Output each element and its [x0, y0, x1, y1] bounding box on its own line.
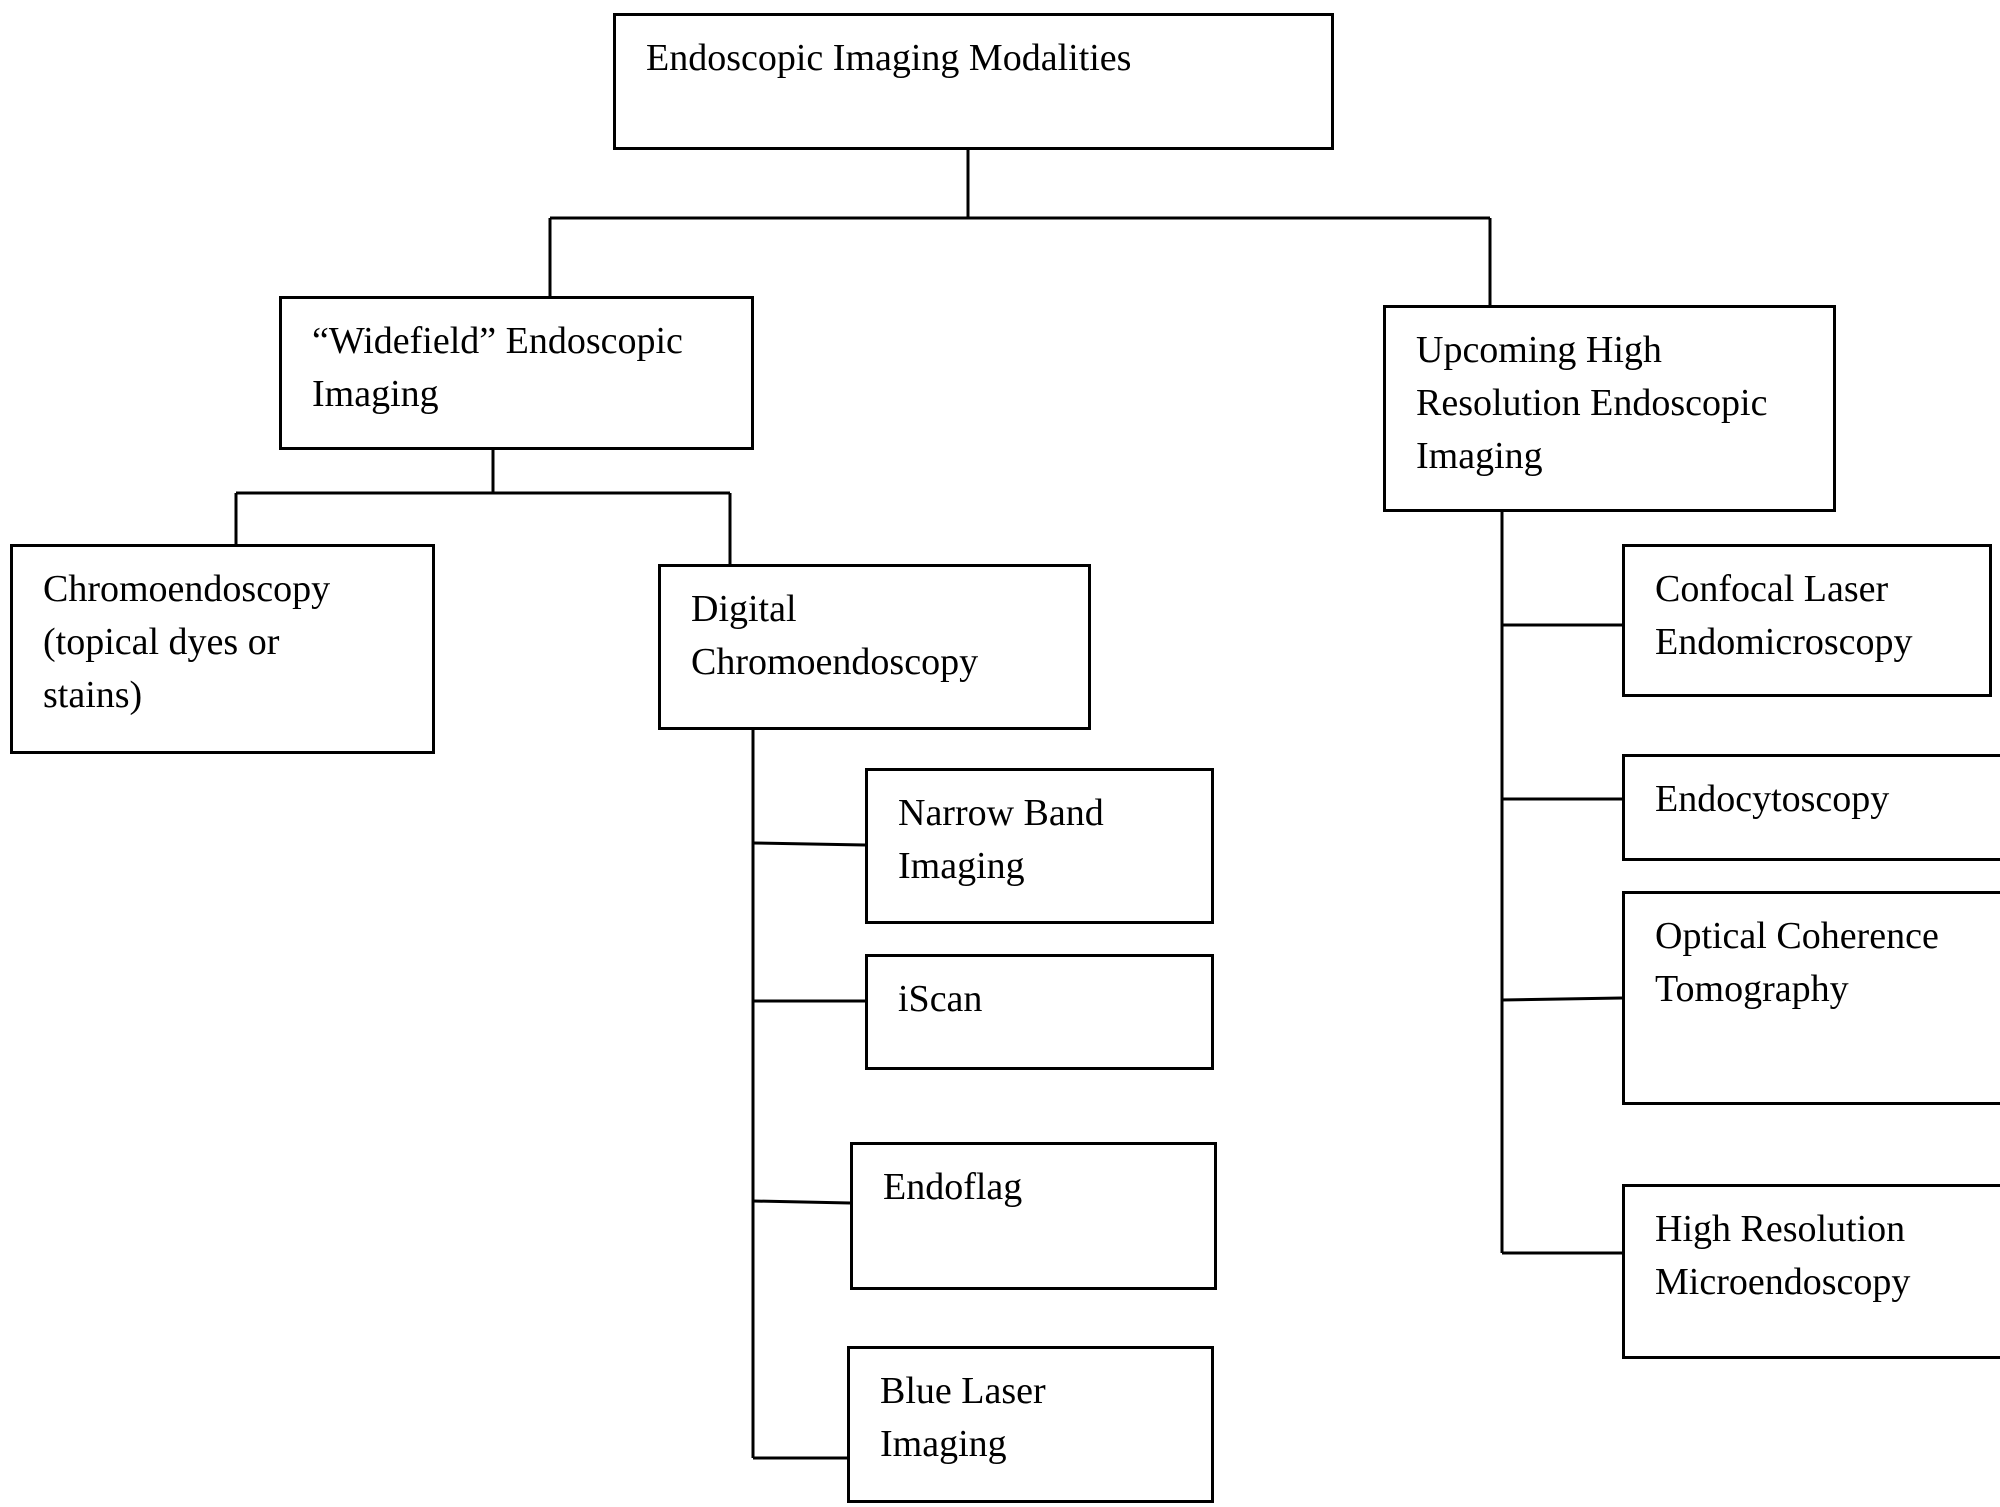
node-iscan-label: iScan	[898, 978, 983, 1020]
node-root: Endoscopic Imaging Modalities	[613, 13, 1334, 150]
node-blue-laser-imaging-label: Blue Laser Imaging	[880, 1370, 1046, 1465]
node-widefield-label: “Widefield” Endoscopic Imaging	[312, 320, 683, 415]
node-widefield: “Widefield” Endoscopic Imaging	[279, 296, 754, 450]
connector-endoflag	[752, 1199, 851, 1205]
node-endoflag-label: Endoflag	[883, 1166, 1023, 1208]
node-blue-laser-imaging: Blue Laser Imaging	[847, 1346, 1214, 1503]
node-optical-coherence-tomography-label: Optical Coherence Tomography	[1655, 915, 1939, 1010]
node-optical-coherence-tomography: Optical Coherence Tomography	[1622, 891, 2000, 1105]
connector-oct	[1501, 996, 1623, 1002]
node-endocytoscopy: Endocytoscopy	[1622, 754, 2000, 861]
node-endoflag: Endoflag	[850, 1142, 1217, 1290]
node-high-resolution-microendoscopy: High Resolution Microendoscopy	[1622, 1184, 2000, 1359]
node-confocal-laser-endomicroscopy: Confocal Laser Endomicroscopy	[1622, 544, 1992, 697]
connector-nbi	[752, 841, 866, 847]
node-chromoendoscopy: Chromoendoscopy (topical dyes or stains)	[10, 544, 435, 754]
node-confocal-laser-endomicroscopy-label: Confocal Laser Endomicroscopy	[1655, 568, 1913, 663]
node-narrow-band-imaging: Narrow Band Imaging	[865, 768, 1214, 924]
node-iscan: iScan	[865, 954, 1214, 1070]
node-digital-chromoendoscopy: Digital Chromoendoscopy	[658, 564, 1091, 730]
node-upcoming-label: Upcoming High Resolution Endoscopic Imag…	[1416, 329, 1768, 477]
node-digital-chromoendoscopy-label: Digital Chromoendoscopy	[691, 588, 979, 683]
node-endocytoscopy-label: Endocytoscopy	[1655, 778, 1890, 820]
node-upcoming: Upcoming High Resolution Endoscopic Imag…	[1383, 305, 1836, 512]
node-high-resolution-microendoscopy-label: High Resolution Microendoscopy	[1655, 1208, 1911, 1303]
node-chromoendoscopy-label: Chromoendoscopy (topical dyes or stains)	[43, 568, 331, 716]
node-root-label: Endoscopic Imaging Modalities	[646, 37, 1132, 79]
node-narrow-band-imaging-label: Narrow Band Imaging	[898, 792, 1104, 887]
